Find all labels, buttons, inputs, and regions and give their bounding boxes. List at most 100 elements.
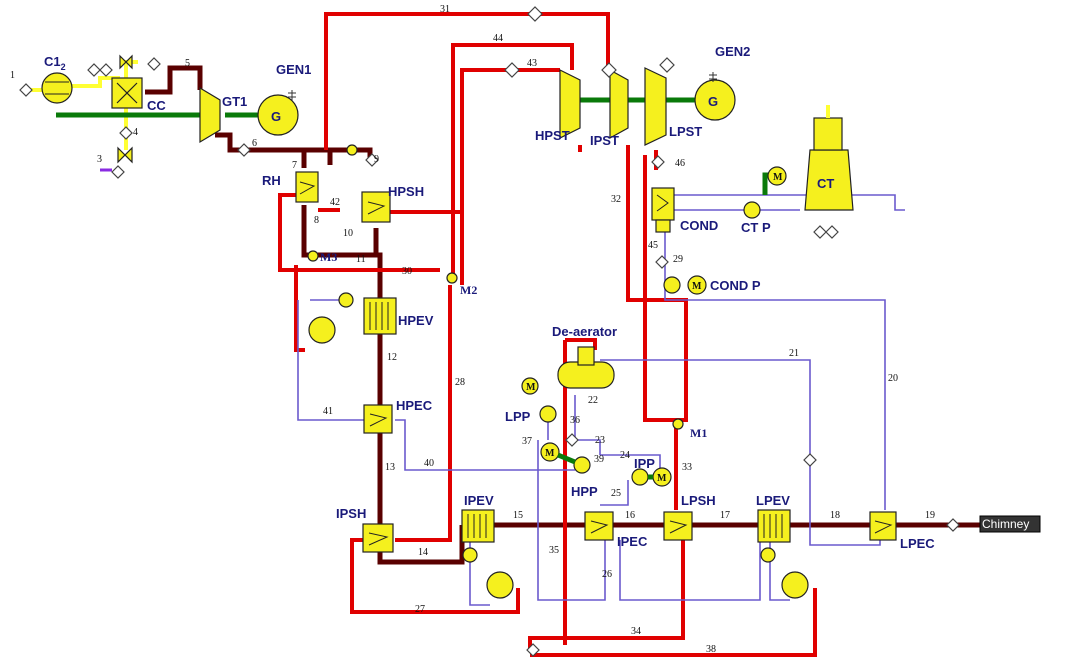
lp-drum[interactable]	[781, 571, 809, 599]
stream-label-14: 14	[418, 547, 428, 558]
hp-evaporator[interactable]	[363, 297, 397, 335]
steam-turbine-hpst[interactable]	[559, 69, 581, 139]
water-line-20	[664, 230, 886, 510]
label-m3: M3	[320, 250, 337, 264]
condenser-hotwell	[655, 219, 671, 233]
reheater-rh[interactable]	[295, 171, 319, 203]
stream-node-19[interactable]	[946, 518, 960, 532]
stream-node-ct-a[interactable]	[813, 225, 827, 239]
stream-label-27: 27	[415, 604, 425, 615]
stream-node-6[interactable]	[237, 143, 251, 157]
lp-superheater[interactable]	[663, 511, 693, 541]
label-m2: M2	[460, 283, 477, 297]
ip-pump[interactable]	[631, 468, 649, 486]
ip-drum[interactable]	[486, 571, 514, 599]
chimney[interactable]	[979, 515, 1041, 533]
stream-label-17: 17	[720, 510, 730, 521]
water-line-35	[537, 440, 606, 601]
condensate-pump-motor[interactable]	[687, 275, 707, 295]
label-m1: M1	[690, 426, 707, 440]
hp-drum[interactable]	[308, 316, 336, 344]
stream-label-12: 12	[387, 352, 397, 363]
gas-turbine-gt1[interactable]	[199, 86, 221, 144]
cooling-tower[interactable]	[804, 149, 854, 211]
label-motor-ipp: M	[657, 473, 667, 484]
lp-economizer[interactable]	[869, 511, 897, 541]
stream-node-lpst-in[interactable]	[659, 57, 675, 73]
ct-pump[interactable]	[743, 201, 761, 219]
hpec-coil-icon	[369, 413, 388, 427]
stream-label-24: 24	[620, 450, 630, 461]
stream-node-4[interactable]	[119, 126, 133, 140]
cooling-tower-stack	[813, 117, 843, 151]
steam-line-43	[460, 68, 560, 285]
valve-icon-top[interactable]	[119, 54, 133, 70]
valve-icon-bottom[interactable]	[117, 146, 133, 164]
stream-node-43[interactable]	[504, 62, 520, 78]
stream-node-23[interactable]	[565, 433, 579, 447]
hp-economizer[interactable]	[363, 404, 393, 434]
stream-node-9[interactable]	[365, 153, 379, 167]
stream-node-1[interactable]	[19, 83, 33, 97]
stream-node-air-2[interactable]	[99, 63, 113, 77]
label-chimney: Chimney	[982, 517, 1029, 531]
steam-line-34	[528, 540, 685, 648]
lp-pump[interactable]	[539, 405, 557, 423]
mixer-m2[interactable]	[446, 272, 458, 284]
stream-node-21[interactable]	[803, 453, 817, 467]
stream-label-43: 43	[527, 58, 537, 69]
stream-node-31[interactable]	[527, 6, 543, 22]
lp-evaporator[interactable]	[757, 509, 791, 543]
stream-label-15: 15	[513, 510, 523, 521]
ip-evaporator[interactable]	[461, 509, 495, 543]
stream-node-fuel[interactable]	[147, 57, 161, 71]
label-hpst: HPST	[535, 128, 570, 143]
stream-label-35: 35	[549, 545, 559, 556]
condenser[interactable]	[651, 187, 675, 221]
stream-label-25: 25	[611, 488, 621, 499]
deaerator-tank[interactable]	[557, 361, 615, 389]
label-ipsh: IPSH	[336, 506, 366, 521]
rh-coil-icon	[299, 181, 316, 195]
lpp-motor[interactable]	[521, 377, 539, 395]
generator-gen2[interactable]	[694, 79, 736, 121]
label-condp: COND P	[710, 278, 761, 293]
hp-pump[interactable]	[573, 456, 591, 474]
stream-label-37: 37	[522, 436, 532, 447]
stream-label-46: 46	[675, 158, 685, 169]
stream-node-44[interactable]	[601, 62, 617, 78]
label-hpp: HPP	[571, 484, 598, 499]
label-ipec: IPEC	[617, 534, 648, 549]
label-ipst: IPST	[590, 133, 619, 148]
stream-node-3[interactable]	[111, 165, 125, 179]
ip-drum-pump[interactable]	[462, 547, 478, 563]
stream-label-10: 10	[343, 228, 353, 239]
hpp-motor[interactable]	[540, 442, 560, 462]
steam-turbine-lpst[interactable]	[644, 67, 667, 146]
water-line-41	[297, 300, 365, 421]
steam-turbine-ipst[interactable]	[609, 68, 629, 140]
mixer-m3[interactable]	[307, 250, 319, 262]
stream-node-ct-b[interactable]	[825, 225, 839, 239]
stream-label-34: 34	[631, 626, 641, 637]
water-line-22	[574, 395, 601, 455]
stream-node-29[interactable]	[655, 255, 669, 269]
stream-label-33: 33	[682, 462, 692, 473]
hp-superheater[interactable]	[361, 191, 391, 223]
ip-superheater[interactable]	[362, 523, 394, 553]
ip-economizer[interactable]	[584, 511, 614, 541]
stream-node-46[interactable]	[651, 155, 665, 169]
lp-drum-pump[interactable]	[760, 547, 776, 563]
compressor-c1[interactable]	[41, 72, 73, 104]
stream-label-44: 44	[493, 33, 503, 44]
lpsh-coil-icon	[669, 520, 688, 534]
stream-node-air[interactable]	[87, 63, 101, 77]
ct-fan-motor[interactable]	[767, 166, 787, 186]
mixer-m1[interactable]	[672, 418, 684, 430]
stream-node-34[interactable]	[526, 643, 540, 657]
hpev-tube-icon	[369, 302, 389, 330]
hp-drum-pump[interactable]	[338, 292, 354, 308]
generator-gen1[interactable]	[257, 94, 299, 136]
label-motor-lpp: M	[526, 382, 536, 393]
condensate-pump[interactable]	[663, 276, 681, 294]
